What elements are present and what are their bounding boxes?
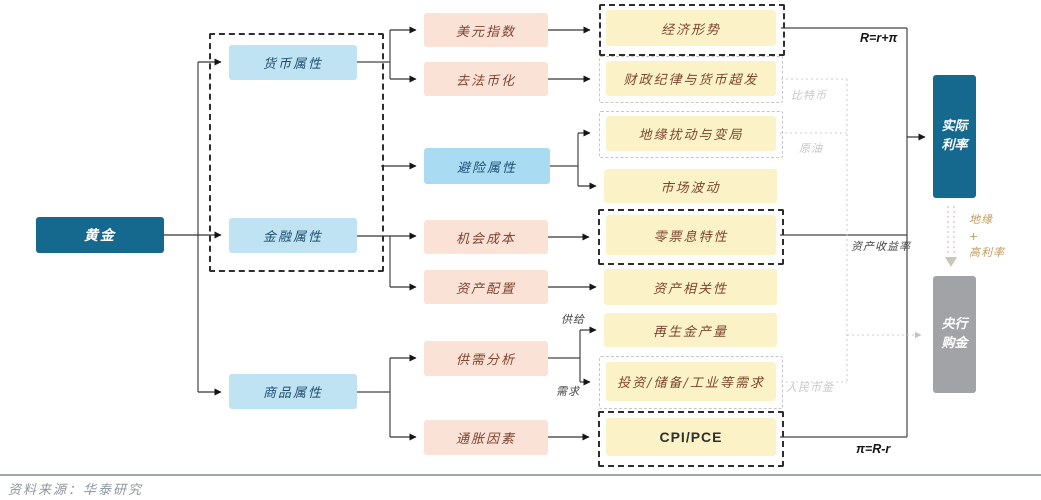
- geopolitical-disturbance-label: 地缘扰动与变局: [638, 128, 744, 143]
- annotation-geo-plus-high-rate: 地缘 + 高利率: [969, 213, 1005, 259]
- asset-correlation-label: 资产相关性: [652, 281, 728, 297]
- opportunity-cost-label: 机会成本: [455, 231, 516, 247]
- economy-highlight-frame: [599, 4, 785, 56]
- annotation-supply: 供给: [561, 313, 585, 326]
- annotation-rmb-gold: 人民币金: [786, 381, 834, 394]
- asset-allocation-label: 资产配置: [455, 281, 516, 297]
- annotation-bitcoin: 比特币: [791, 89, 827, 102]
- zero-coupon-label: 零票息特性: [653, 229, 729, 245]
- demand-types-label: 投资/储备/工业等需求: [617, 376, 765, 391]
- dollar-index-label: 美元指数: [455, 24, 516, 40]
- node-recycled-gold-output: 再生金产量: [604, 313, 777, 347]
- annotation-crude-oil: 原油: [799, 142, 823, 155]
- formula-pi-equals-r-minus-r: π=R-r: [856, 442, 891, 456]
- node-commodity-attribute: 商品属性: [229, 374, 357, 409]
- fiscal-discipline-label: 财政纪律与货币超发: [623, 73, 759, 88]
- central-bank-gold-label: 央行 购金: [941, 316, 968, 351]
- fiscal-frame: [599, 56, 783, 103]
- zero-coupon-highlight-frame: [598, 209, 784, 265]
- node-hedge-attribute: 避险属性: [424, 148, 550, 184]
- market-volatility-label: 市场波动: [660, 180, 721, 196]
- node-supply-demand-analysis: 供需分析: [424, 341, 548, 376]
- node-gold-label: 黄金: [84, 228, 116, 244]
- hedge-attribute-label: 避险属性: [456, 160, 517, 176]
- cpi-pce-label: CPI/PCE: [659, 429, 723, 445]
- node-demand-types: 投资/储备/工业等需求: [606, 362, 776, 401]
- node-fiscal-discipline: 财政纪律与货币超发: [606, 61, 776, 96]
- node-asset-correlation: 资产相关性: [604, 269, 777, 305]
- node-economic-situation: 经济形势: [606, 10, 776, 46]
- monetary-financial-group-frame: [209, 33, 384, 272]
- node-zero-coupon: 零票息特性: [606, 215, 776, 255]
- geopolitics-frame: [599, 111, 783, 158]
- source-credit: 资料来源：华泰研究: [8, 483, 144, 498]
- commodity-attribute-label: 商品属性: [262, 386, 323, 401]
- node-market-volatility: 市场波动: [604, 169, 777, 203]
- node-de-fiat: 去法币化: [424, 62, 548, 96]
- node-financial-attribute: 金融属性: [229, 218, 357, 253]
- economic-situation-label: 经济形势: [660, 22, 721, 38]
- node-gold: 黄金: [36, 217, 164, 253]
- formula-r-equals-r-plus-pi: R=r+π: [860, 31, 898, 45]
- demand-types-frame: [599, 356, 783, 409]
- node-central-bank-gold-purchase: 央行 购金: [933, 276, 976, 393]
- node-geopolitical-disturbance: 地缘扰动与变局: [606, 116, 776, 151]
- node-asset-allocation: 资产配置: [424, 270, 548, 304]
- node-opportunity-cost: 机会成本: [424, 220, 548, 254]
- node-inflation-factor: 通胀因素: [424, 420, 548, 455]
- supply-demand-label: 供需分析: [455, 353, 516, 368]
- inflation-factor-label: 通胀因素: [455, 432, 516, 447]
- monetary-attribute-label: 货币属性: [262, 57, 323, 72]
- de-fiat-label: 去法币化: [455, 73, 516, 89]
- annotation-asset-return: 资产收益率: [851, 240, 911, 253]
- real-interest-rate-label: 实际 利率: [941, 118, 968, 153]
- cpi-pce-highlight-frame: [598, 411, 784, 467]
- financial-attribute-label: 金融属性: [262, 230, 323, 245]
- footer-divider: [0, 474, 1041, 476]
- node-real-interest-rate: 实际 利率: [933, 75, 976, 198]
- annotation-demand: 需求: [556, 385, 580, 398]
- node-cpi-pce: CPI/PCE: [606, 418, 776, 456]
- node-monetary-attribute: 货币属性: [229, 45, 357, 80]
- recycled-gold-label: 再生金产量: [652, 324, 728, 340]
- node-dollar-index: 美元指数: [424, 13, 548, 47]
